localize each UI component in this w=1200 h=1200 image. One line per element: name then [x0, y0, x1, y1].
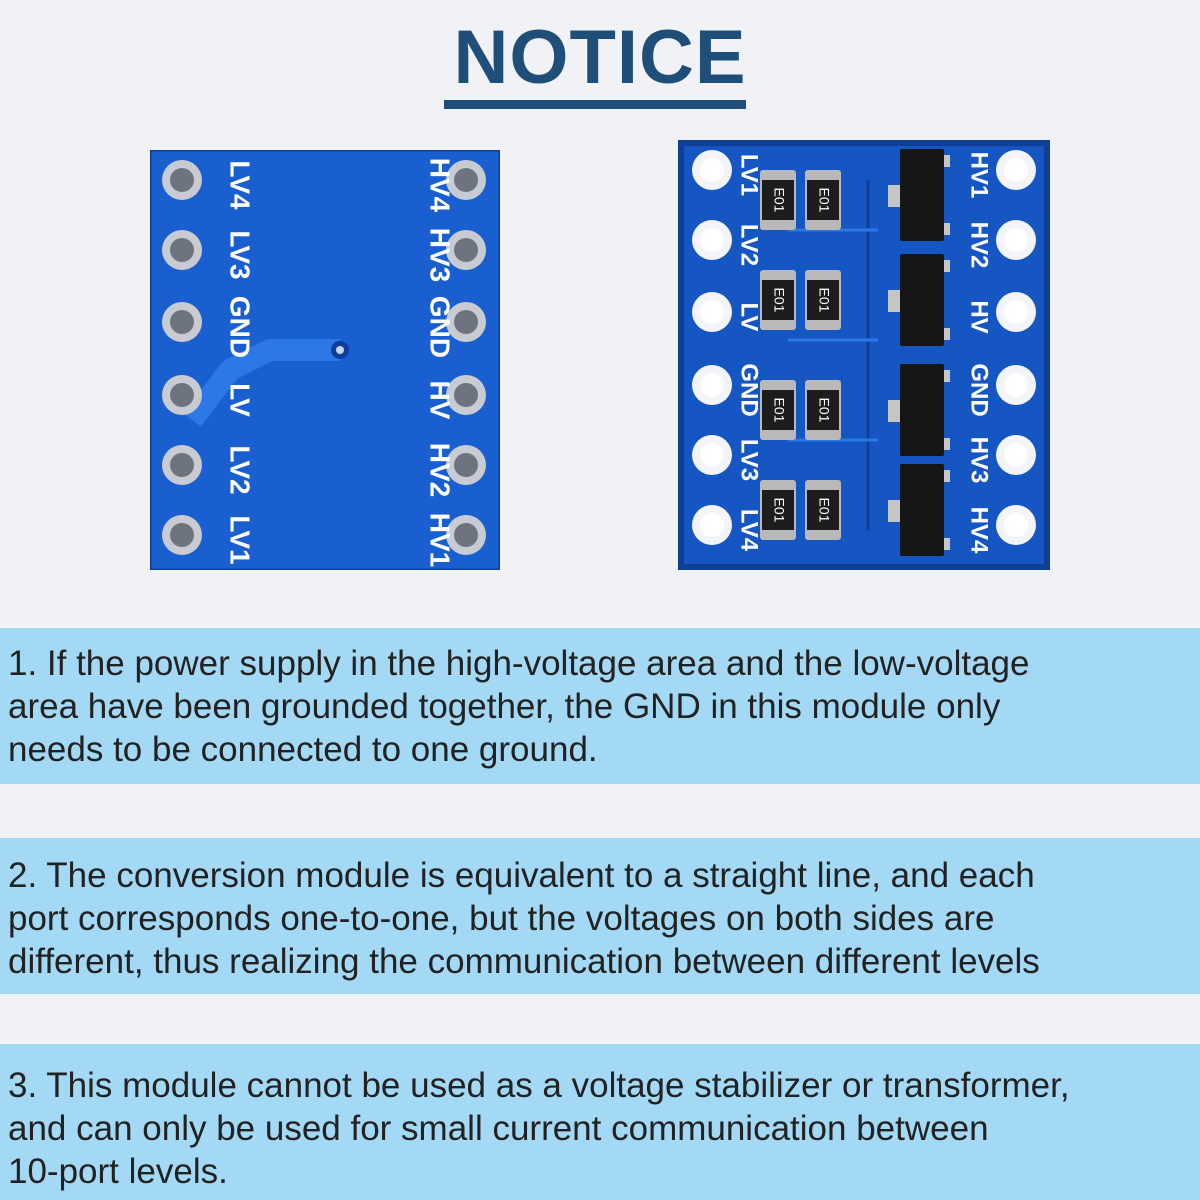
pin-pad: [996, 292, 1036, 332]
pin-label: HV1: [966, 152, 993, 199]
pin-label: HV2: [425, 443, 456, 497]
pcb-trace: [183, 339, 340, 427]
pin-pad: [692, 292, 732, 332]
mosfet-chip: [888, 254, 950, 346]
pin-pad: [162, 230, 202, 270]
pin-label: GND: [225, 296, 256, 358]
resistor: E01: [805, 480, 841, 540]
pin-column-right: [996, 150, 1036, 545]
mosfet-chip: [888, 464, 950, 556]
pin-label: LV1: [736, 154, 763, 196]
resistor: E01: [760, 270, 796, 330]
pin-label: LV2: [736, 224, 763, 266]
notice-line: 3. This module cannot be used as a volta…: [8, 1066, 1070, 1105]
pin-label: HV3: [966, 437, 993, 484]
pin-label: LV4: [225, 160, 256, 210]
notice-line: 10-port levels.: [8, 1152, 228, 1191]
pin-label: GND: [425, 296, 456, 358]
pin-label: LV: [225, 383, 256, 417]
notice-item-2: 2. The conversion module is equivalent t…: [0, 838, 1200, 994]
pin-column-left: [692, 150, 732, 545]
pin-label: HV: [966, 300, 993, 333]
pin-label: LV1: [225, 515, 256, 564]
pin-label: LV4: [736, 509, 763, 552]
pin-label: LV2: [225, 445, 256, 494]
mosfet-array: [888, 149, 950, 556]
pin-pad: [692, 365, 732, 405]
resistor: E01: [760, 380, 796, 440]
pin-pad: [692, 505, 732, 545]
notice-line: 1. If the power supply in the high-volta…: [8, 644, 1030, 683]
notice-line: different, thus realizing the communicat…: [8, 942, 1040, 981]
resistor-marking: E01: [771, 398, 787, 423]
resistor: E01: [805, 270, 841, 330]
pin-pad: [446, 375, 486, 415]
notice-line: port corresponds one-to-one, but the vol…: [8, 899, 995, 938]
resistor-marking: E01: [816, 398, 832, 423]
resistor: E01: [805, 380, 841, 440]
pin-label: HV4: [425, 158, 456, 213]
pin-pad: [996, 150, 1036, 190]
pin-pad: [692, 435, 732, 475]
pin-column-left: [162, 160, 202, 555]
resistor-marking: E01: [816, 188, 832, 213]
pin-column-right: [446, 160, 486, 555]
resistor-marking: E01: [771, 498, 787, 523]
mosfet-chip: [888, 149, 950, 241]
notice-line: 2. The conversion module is equivalent t…: [8, 856, 1035, 895]
resistor: E01: [805, 170, 841, 230]
pin-label: LV3: [225, 230, 256, 279]
pin-pad: [162, 515, 202, 555]
resistor-marking: E01: [816, 498, 832, 523]
pin-label: LV3: [736, 439, 763, 481]
notice-item-1: 1. If the power supply in the high-volta…: [0, 628, 1200, 784]
pin-pad: [996, 505, 1036, 545]
pin-label: HV3: [425, 228, 456, 282]
pin-pad: [446, 230, 486, 270]
pin-pad: [446, 515, 486, 555]
pin-label: GND: [736, 363, 763, 416]
pin-pad: [446, 445, 486, 485]
pin-pad: [996, 220, 1036, 260]
pin-label: HV: [425, 381, 456, 420]
pin-pad: [692, 220, 732, 260]
pin-label: HV4: [966, 507, 993, 554]
pin-pad: [996, 365, 1036, 405]
pin-pad: [996, 435, 1036, 475]
notice-line: needs to be connected to one ground.: [8, 730, 598, 769]
pin-pad: [446, 160, 486, 200]
title-underline: [444, 100, 746, 109]
pin-label: HV1: [425, 513, 456, 567]
pin-label: LV: [736, 303, 763, 332]
pin-pad: [446, 302, 486, 342]
notice-item-3: 3. This module cannot be used as a volta…: [0, 1044, 1200, 1200]
pin-pad: [162, 445, 202, 485]
page-title: NOTICE: [453, 15, 747, 100]
pin-label: GND: [966, 363, 993, 416]
mosfet-chip: [888, 364, 950, 456]
resistor-marking: E01: [816, 288, 832, 313]
pin-label: HV2: [966, 222, 993, 269]
notice-line: area have been grounded together, the GN…: [8, 687, 1001, 726]
pin-pad: [162, 160, 202, 200]
pin-pad: [162, 302, 202, 342]
resistor-marking: E01: [771, 188, 787, 213]
resistor: E01: [760, 480, 796, 540]
notice-line: and can only be used for small current c…: [8, 1109, 989, 1148]
pin-pad: [692, 150, 732, 190]
pin-pad: [162, 375, 202, 415]
resistor-marking: E01: [771, 288, 787, 313]
resistor: E01: [760, 170, 796, 230]
